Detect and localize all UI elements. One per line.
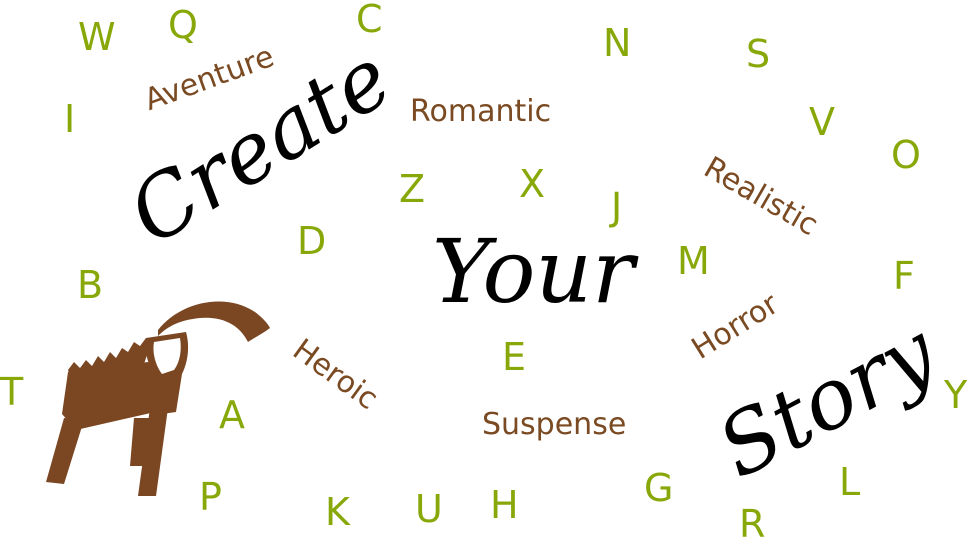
letter-u: U: [415, 487, 443, 531]
letter-b: B: [77, 263, 104, 307]
letter-d: D: [297, 219, 327, 263]
letter-g: G: [644, 466, 674, 510]
letter-q: Q: [168, 3, 198, 47]
letter-r: R: [739, 502, 766, 542]
letter-s: S: [746, 32, 771, 76]
letter-z: Z: [399, 167, 426, 211]
letter-o: O: [891, 133, 921, 177]
genre-suspense: Suspense: [482, 407, 627, 442]
headline-your: Your: [432, 220, 635, 323]
genre-horror: Horror: [685, 286, 785, 367]
letter-e: E: [502, 335, 527, 379]
letter-a: A: [219, 393, 245, 437]
genre-romantic: Romantic: [410, 94, 552, 129]
letter-h: H: [490, 483, 519, 527]
letter-w: W: [78, 15, 116, 59]
letter-l: L: [839, 460, 861, 504]
letter-m: M: [677, 239, 710, 283]
letter-j: J: [611, 185, 623, 229]
letter-f: F: [893, 254, 915, 298]
letter-p: P: [199, 475, 222, 519]
letter-i: I: [64, 97, 76, 141]
letter-k: K: [325, 490, 350, 534]
chair-creature-icon: [46, 301, 270, 496]
genre-heroic: Heroic: [286, 332, 385, 417]
letter-c: C: [356, 0, 383, 41]
letter-y: Y: [944, 373, 968, 417]
letter-x: X: [519, 162, 546, 206]
letter-v: V: [809, 100, 835, 144]
genre-realistic: Realistic: [697, 150, 824, 244]
letter-n: N: [603, 21, 632, 65]
letter-t: T: [0, 370, 24, 414]
